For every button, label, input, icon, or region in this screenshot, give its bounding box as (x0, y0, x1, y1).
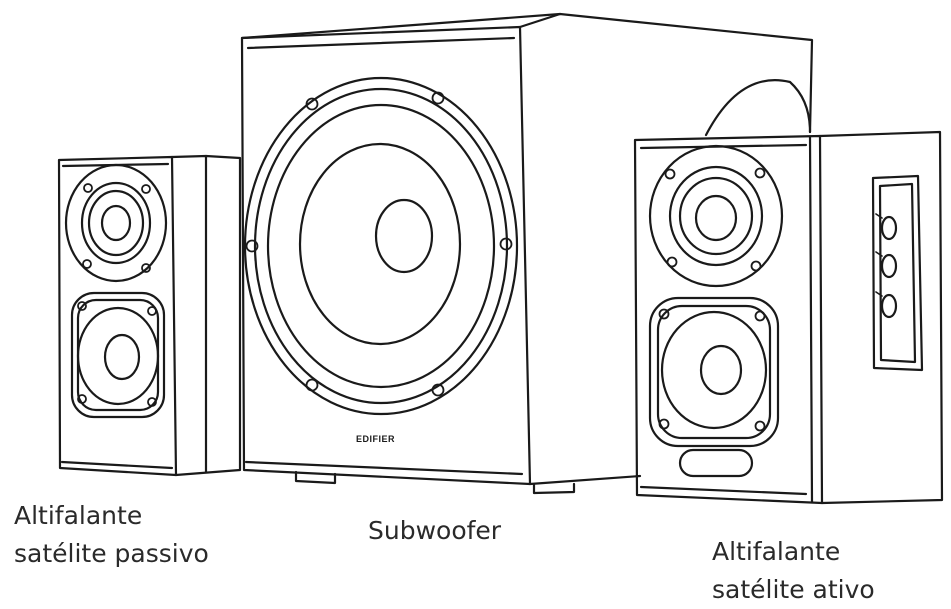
subwoofer-cabinet-front (240, 25, 532, 486)
active-satellite (633, 130, 944, 505)
active-cabinet-front (633, 134, 824, 505)
passive-satellite-label: Altifalante satélite passivo (14, 497, 209, 573)
subwoofer: EDIFIER (240, 12, 814, 495)
active-control-panel (871, 174, 924, 372)
subwoofer-cabinet-side (518, 12, 814, 486)
active-satellite-label-line1: Altifalante (712, 537, 841, 566)
passive-satellite-label-line1: Altifalante (14, 501, 143, 530)
subwoofer-label-text: Subwoofer (368, 516, 502, 545)
active-tweeter (648, 144, 784, 288)
passive-tweeter (64, 163, 168, 283)
subwoofer-dust-cap (374, 198, 434, 274)
subwoofer-label: Subwoofer (368, 512, 501, 550)
active-satellite-label-line2: satélite ativo (712, 575, 875, 604)
subwoofer-driver-frame (243, 76, 519, 416)
subwoofer-foot-left (294, 470, 337, 485)
passive-satellite-label-line2: satélite passivo (14, 539, 209, 568)
subwoofer-cone (298, 142, 462, 346)
brand-logo: EDIFIER (356, 434, 395, 444)
subwoofer-cabinet-top (240, 12, 562, 40)
active-bass-port (678, 448, 754, 478)
subwoofer-screws (245, 91, 513, 397)
active-cabinet-side (818, 130, 944, 505)
subwoofer-port (704, 79, 812, 137)
active-woofer (648, 296, 780, 448)
subwoofer-foot-right (532, 482, 576, 495)
passive-cabinet-side (170, 154, 242, 477)
passive-woofer (70, 291, 166, 419)
passive-satellite (57, 154, 242, 477)
